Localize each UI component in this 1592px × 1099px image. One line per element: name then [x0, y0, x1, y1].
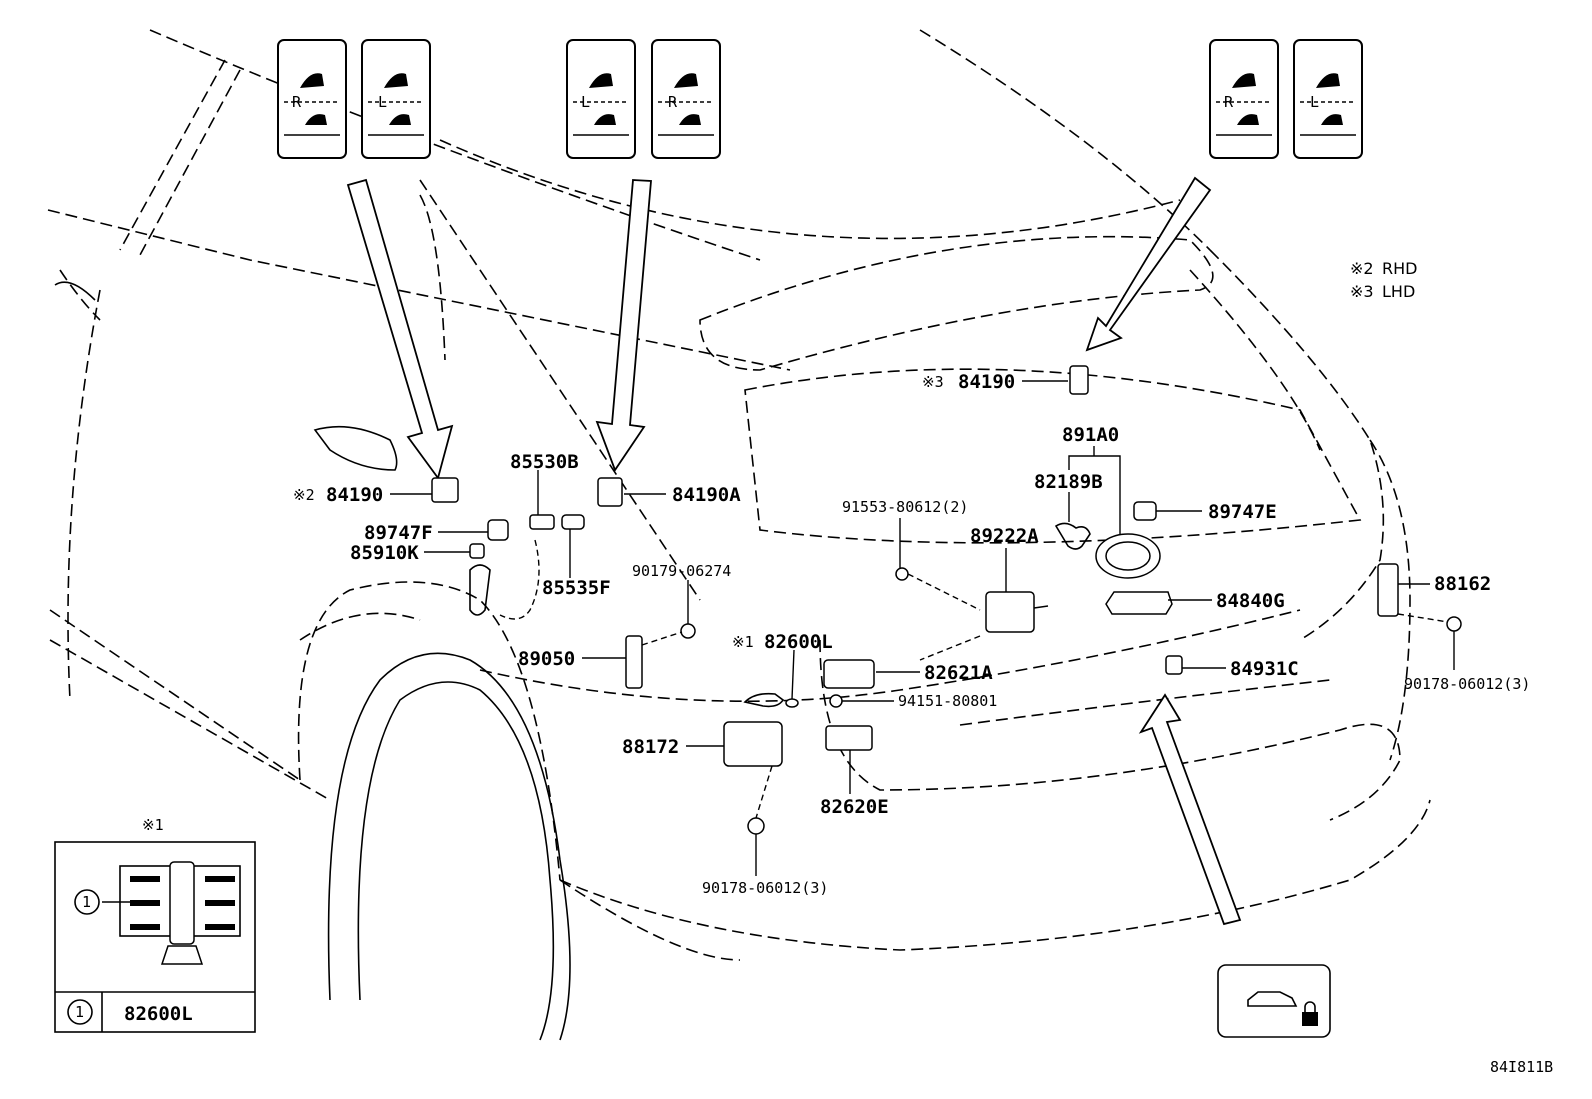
part-891A0: 891A0	[1062, 424, 1161, 579]
label-90178-06012-left: 90178-06012(3)	[702, 879, 828, 897]
label-85535F: 85535F	[542, 577, 611, 599]
label-84190A: 84190A	[672, 484, 741, 506]
part-84190-rhd: ※2 84190	[293, 477, 459, 506]
switch-side-label: L	[1310, 93, 1319, 111]
inset-mark: ※1	[142, 816, 164, 834]
label-84840G: 84840G	[1216, 590, 1285, 612]
part-82620E: 82620E	[820, 725, 889, 818]
part-89747F: 89747F	[364, 519, 509, 544]
label-89050: 89050	[518, 648, 575, 670]
part-89222A: 89222A	[919, 525, 1049, 661]
label-90178-06012-right: 90178-06012(3)	[1404, 675, 1530, 693]
part-90178-06012-right: 90178-06012(3)	[1397, 613, 1530, 693]
part-84931C: 84931C	[1165, 655, 1299, 680]
label-94151-80801: 94151-80801	[898, 692, 997, 710]
part-82621A: 82621A	[823, 659, 993, 689]
label-84931C: 84931C	[1230, 658, 1299, 680]
part-84190A: 84190A	[597, 477, 741, 507]
lhd-text: LHD	[1382, 282, 1415, 301]
part-84840G: 84840G	[1105, 590, 1285, 615]
part-90178-06012-left: 90178-06012(3)	[702, 817, 828, 897]
car-door-icon	[1247, 991, 1298, 1007]
part-82600L: ※1 82600L	[732, 631, 833, 708]
rhd-text: RHD	[1382, 259, 1417, 278]
svg-text:※1: ※1	[732, 633, 754, 651]
label-88172: 88172	[622, 736, 679, 758]
part-91553-80612: 91553-80612(2)	[842, 498, 981, 611]
lock-icon	[1302, 1012, 1318, 1026]
inset-callout: 1	[82, 893, 91, 911]
label-82600L: 82600L	[764, 631, 833, 653]
label-84190-lhd: 84190	[958, 371, 1015, 393]
label-891A0: 891A0	[1062, 424, 1119, 446]
part-85910K: 85910K	[350, 539, 540, 620]
switch-side-label: L	[581, 93, 590, 111]
inset-detail-box: ※1 1 1 82600L	[54, 816, 256, 1033]
switch-side-label: R	[292, 93, 302, 111]
part-88162: 88162	[1377, 563, 1491, 617]
pointer-arrows	[346, 176, 1242, 926]
seat-switch-group-2: L R	[566, 39, 721, 159]
label-89747E: 89747E	[1208, 501, 1277, 523]
label-84190-rhd: 84190	[326, 484, 383, 506]
svg-text:※3: ※3	[922, 373, 944, 391]
inset-table-callout: 1	[75, 1003, 84, 1021]
label-82189B: 82189B	[1034, 471, 1103, 493]
switch-side-label: R	[668, 93, 678, 111]
label-85530B: 85530B	[510, 451, 579, 473]
rhd-mark: ※2	[1350, 259, 1374, 278]
label-89222A: 89222A	[970, 525, 1039, 547]
seat-switch-group-3: R L	[1209, 39, 1363, 159]
label-89747F: 89747F	[364, 522, 433, 544]
label-82621A: 82621A	[924, 662, 993, 684]
part-89050: 89050	[518, 631, 683, 689]
part-90179-06274: 90179-06274	[632, 562, 731, 639]
label-90179-06274: 90179-06274	[632, 562, 731, 580]
svg-text:※2: ※2	[293, 486, 315, 504]
part-85530B: 85530B	[510, 451, 579, 530]
clip-illustration	[102, 861, 241, 965]
vehicle-outline	[47, 29, 1431, 1041]
part-88172: 88172	[622, 692, 785, 819]
label-85910K: 85910K	[350, 542, 419, 564]
lhd-mark: ※3	[1350, 282, 1374, 301]
diagram-id: 84I811B	[1490, 1058, 1553, 1076]
part-84190-lhd: ※3 84190	[922, 365, 1089, 395]
drive-side-notes: ※2 RHD ※3 LHD	[1350, 259, 1417, 301]
switch-side-label: R	[1224, 93, 1234, 111]
back-door-lock-icon-box	[1217, 964, 1331, 1038]
label-82620E: 82620E	[820, 796, 889, 818]
part-94151-80801: 94151-80801	[829, 692, 997, 710]
part-85535F: 85535F	[542, 514, 611, 599]
part-89747E: 89747E	[1133, 501, 1277, 523]
part-82189B: 82189B	[1034, 471, 1103, 550]
label-88162: 88162	[1434, 573, 1491, 595]
label-91553-80612: 91553-80612(2)	[842, 498, 968, 516]
switch-side-label: L	[378, 93, 387, 111]
inset-part-number: 82600L	[124, 1003, 193, 1025]
seat-switch-group-1: R L	[277, 39, 431, 159]
